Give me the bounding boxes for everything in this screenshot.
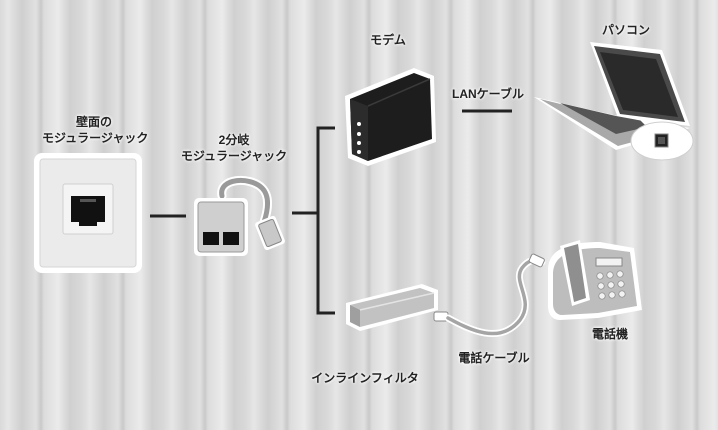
branch-bracket: [316, 126, 335, 315]
splitter-label-line2: モジュラージャック: [180, 149, 288, 163]
connection-lines: [150, 109, 512, 315]
telephone-label: 電話機: [591, 327, 628, 341]
inline-filter: [346, 284, 449, 331]
wall-jack-label-line1: 壁面の: [75, 115, 112, 129]
laptop: [534, 42, 694, 161]
inline-filter-label: インラインフィルタ: [311, 371, 419, 385]
lan-cable-label: LANケーブル: [452, 87, 524, 101]
wall-jack-label: 壁面の モジュラージャック: [42, 114, 149, 146]
splitter-label: 2分岐 モジュラージャック: [178, 132, 290, 164]
phone-cable: [444, 256, 546, 338]
modem: [345, 68, 436, 166]
wall-jack: [34, 153, 142, 273]
telephone: [548, 240, 642, 320]
phone-cable-label: 電話ケーブル: [458, 351, 530, 365]
splitter: [194, 175, 285, 256]
pc-label: パソコン: [601, 23, 650, 37]
splitter-label-line1: 2分岐: [218, 133, 250, 147]
modem-label: モデム: [370, 33, 406, 47]
wall-jack-label-line2: モジュラージャック: [42, 131, 149, 145]
